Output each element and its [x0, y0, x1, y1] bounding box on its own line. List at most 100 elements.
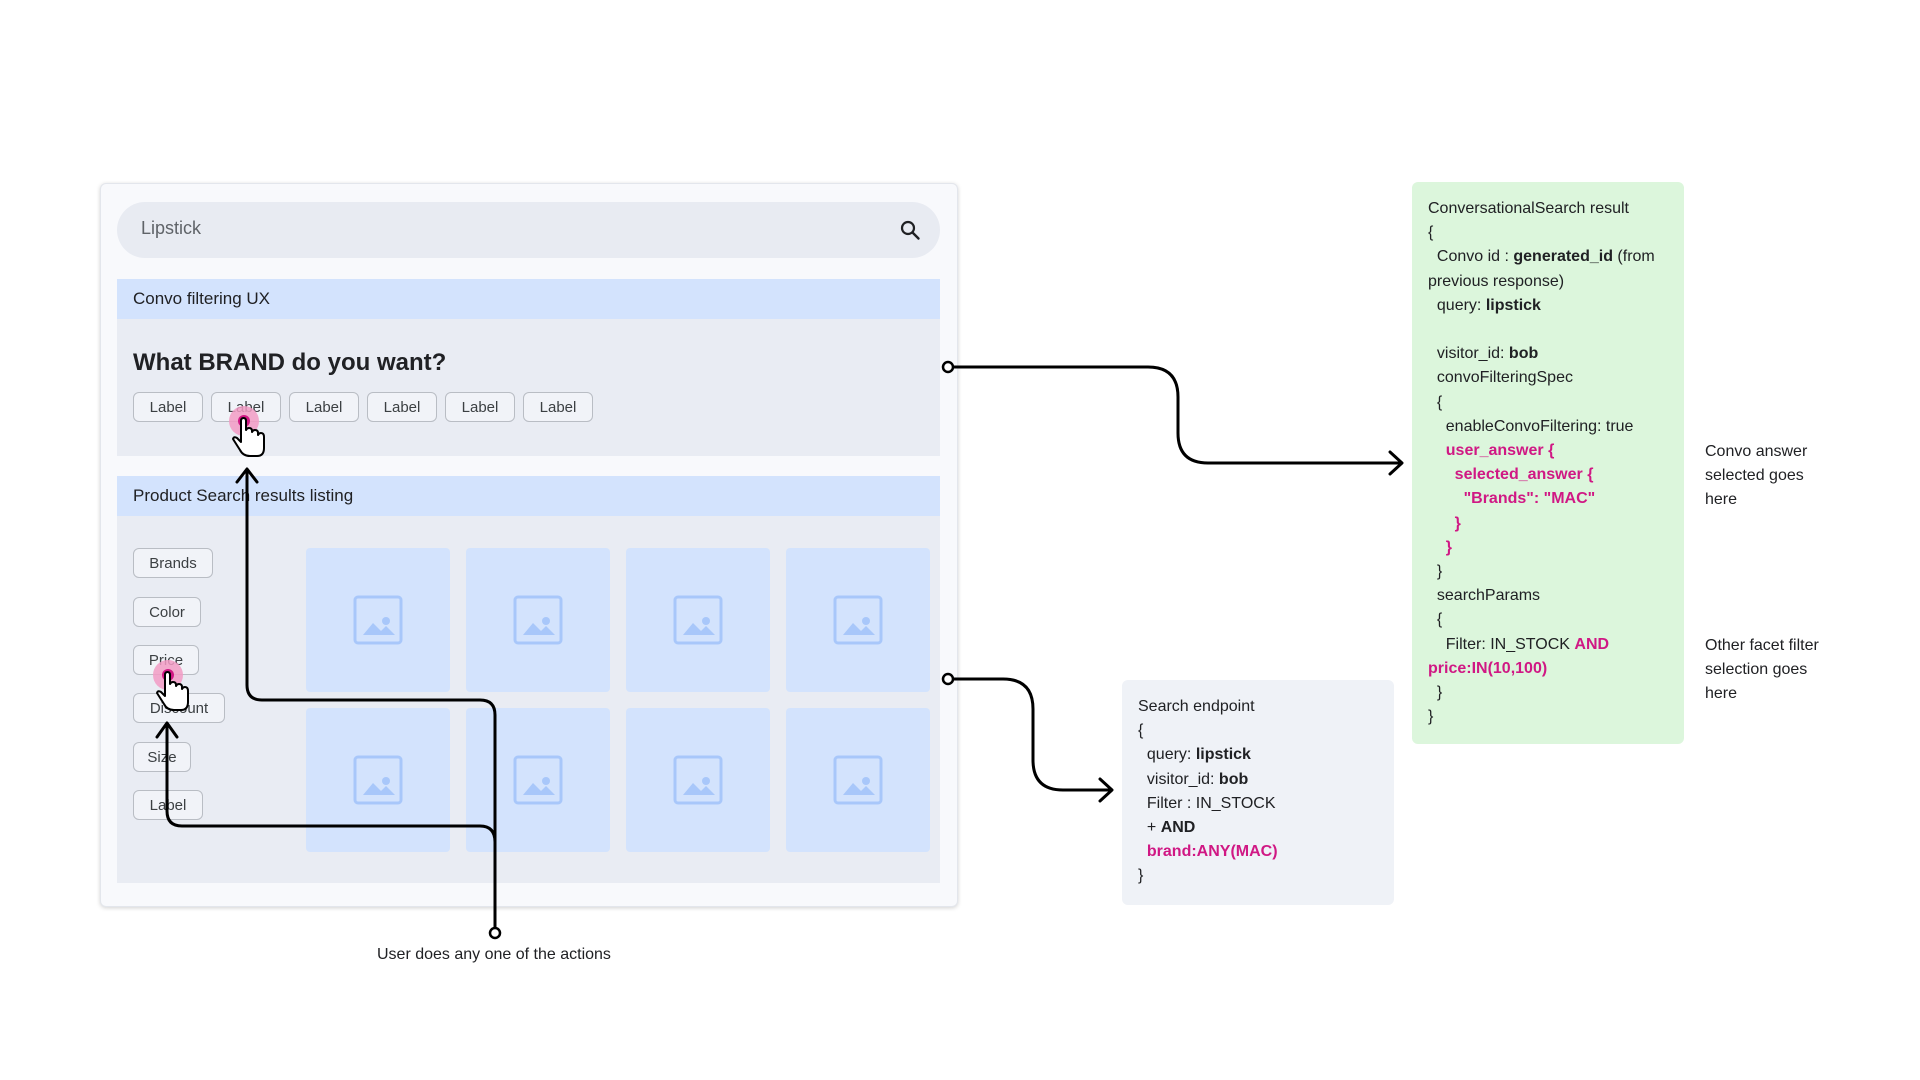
click-hand-icon: [153, 660, 189, 711]
results-connector-start-dot: [941, 672, 955, 686]
facet-action-arrowhead: [155, 721, 179, 739]
code-line: ConversationalSearch result: [1428, 200, 1629, 217]
code-line: }: [1138, 867, 1144, 885]
code-line-highlight: }: [1428, 538, 1453, 556]
convo-section-header: Convo filtering UX: [117, 279, 940, 319]
code-line: visitor_id: bob: [1138, 768, 1388, 792]
image-icon: [673, 755, 723, 805]
code-value-highlight: AND: [1574, 635, 1610, 653]
convo-answer-chip[interactable]: Label: [523, 392, 593, 422]
code-key: query:: [1138, 746, 1196, 764]
product-tile[interactable]: [306, 548, 450, 692]
code-line-highlight: user_answer {: [1428, 442, 1555, 460]
code-key: visitor_id:: [1138, 770, 1219, 788]
code-value: AND: [1160, 819, 1196, 837]
note-line: Convo answer: [1705, 443, 1808, 460]
convo-question: What BRAND do you want?: [133, 349, 447, 376]
code-line: query: lipstick: [1428, 294, 1678, 318]
user-action-start-dot: [488, 926, 502, 940]
code-line: visitor_id: bob: [1428, 342, 1678, 366]
code-value: lipstick: [1195, 746, 1251, 764]
code-line: previous response): [1428, 272, 1565, 290]
click-hand-icon: [229, 406, 265, 457]
facet-chip-brands[interactable]: Brands: [133, 548, 213, 578]
image-icon: [353, 595, 403, 645]
code-line-highlight: }: [1428, 514, 1461, 532]
code-value: bob: [1508, 345, 1539, 363]
facet-chip-size[interactable]: Size: [133, 742, 191, 772]
image-icon: [833, 595, 883, 645]
note-line: Other facet filter: [1705, 637, 1819, 654]
conversational-result-box: [1412, 182, 1684, 744]
conversational-result-code: ConversationalSearch result { Convo id :…: [1428, 197, 1678, 729]
code-value: generated_id: [1513, 248, 1613, 266]
search-icon[interactable]: [898, 218, 922, 242]
search-endpoint-code: Search endpoint { query: lipstick visito…: [1138, 695, 1388, 889]
code-key: Filter: IN_STOCK: [1428, 635, 1575, 653]
note-line: selection goes: [1705, 661, 1808, 679]
code-line: {: [1428, 611, 1443, 629]
convo-answer-chip[interactable]: Label: [367, 392, 437, 422]
code-line-blank: [1428, 318, 1678, 342]
results-to-endpoint-arrowhead: [1098, 777, 1114, 803]
code-line: convoFilteringSpec: [1428, 369, 1573, 387]
convo-answer-chip[interactable]: Label: [445, 392, 515, 422]
product-tile[interactable]: [786, 548, 930, 692]
convo-to-result-connector: [946, 365, 1402, 465]
code-line: }: [1428, 684, 1443, 702]
facet-chip-color[interactable]: Color: [133, 597, 201, 627]
code-line: {: [1138, 722, 1144, 740]
code-line: query: lipstick: [1138, 743, 1388, 767]
convo-to-result-arrowhead: [1388, 450, 1404, 476]
note-line: selected goes: [1705, 467, 1804, 485]
code-line: {: [1428, 393, 1443, 411]
code-text: (from: [1612, 248, 1655, 266]
image-icon: [833, 755, 883, 805]
image-icon: [353, 755, 403, 805]
user-action-caption: User does any one of the actions: [377, 946, 611, 963]
results-section-header: Product Search results listing: [117, 476, 940, 516]
image-icon: [673, 595, 723, 645]
code-line-highlight: "Brands": "MAC": [1428, 490, 1596, 508]
search-endpoint-box: [1122, 680, 1394, 905]
code-key: visitor_id:: [1428, 345, 1509, 363]
product-tile[interactable]: [626, 548, 770, 692]
search-input[interactable]: Lipstick: [141, 218, 202, 238]
code-key: query:: [1428, 296, 1486, 314]
product-tile[interactable]: [306, 708, 450, 852]
code-line: }: [1428, 708, 1434, 726]
code-line: searchParams: [1428, 587, 1541, 605]
code-line: {: [1428, 224, 1434, 242]
product-tile[interactable]: [626, 708, 770, 852]
code-line-highlight: selected_answer {: [1428, 466, 1594, 484]
convo-answer-chip[interactable]: Label: [133, 392, 203, 422]
code-line: enableConvoFiltering: true: [1428, 417, 1634, 435]
code-line: Search endpoint: [1138, 698, 1255, 715]
code-key: Convo id :: [1428, 248, 1514, 266]
results-to-endpoint-connector: [946, 677, 1112, 792]
code-line: + AND: [1138, 816, 1388, 840]
code-value: lipstick: [1485, 296, 1541, 314]
user-action-arrowhead: [235, 467, 259, 484]
image-icon: [513, 595, 563, 645]
product-tile[interactable]: [786, 708, 930, 852]
code-line-highlight: price:IN(10,100): [1428, 659, 1548, 677]
code-key: +: [1138, 819, 1161, 837]
code-line: Filter : IN_STOCK: [1138, 794, 1276, 812]
convo-answer-chip[interactable]: Label: [289, 392, 359, 422]
image-icon: [513, 755, 563, 805]
note-line: here: [1705, 491, 1738, 509]
product-tile[interactable]: [466, 548, 610, 692]
convo-answer-note: Convo answer selected goes here: [1705, 440, 1807, 513]
note-line: here: [1705, 685, 1738, 703]
code-line: Filter: IN_STOCK AND: [1428, 633, 1678, 657]
code-line-highlight: brand:ANY(MAC): [1138, 843, 1278, 861]
search-bar[interactable]: [117, 202, 940, 258]
user-action-connector: [245, 468, 497, 935]
facet-filter-note: Other facet filter selection goes here: [1705, 634, 1819, 707]
code-line: }: [1428, 563, 1443, 581]
code-line: Convo id : generated_id (from: [1428, 245, 1678, 269]
convo-connector-start-dot: [941, 360, 955, 374]
code-value: bob: [1218, 770, 1249, 788]
